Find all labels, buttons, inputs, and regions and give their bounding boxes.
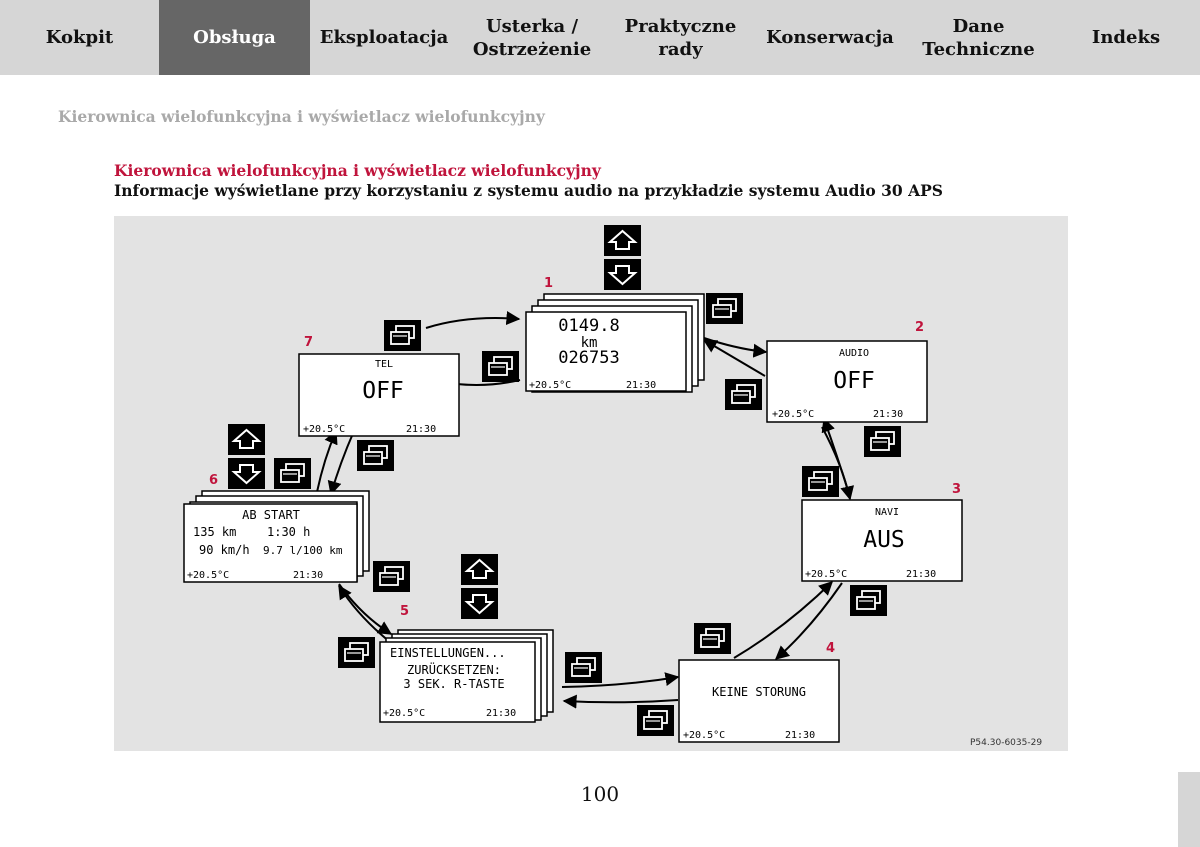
side-edge-tab: [1178, 772, 1200, 847]
page-switch-button-icon[interactable]: [693, 622, 732, 655]
temperature: +20.5°C: [683, 730, 725, 741]
arrow-up-button-icon[interactable]: [603, 224, 642, 257]
odometer-trip: 0149.8: [558, 316, 619, 336]
tab-label: Indeks: [1091, 27, 1161, 48]
clock: 21:30: [873, 409, 903, 420]
display-number: 5: [400, 604, 409, 619]
display-cycle-diagram: 1 0149.8 km 026753 +20.5°C 21:30 2 AUDIO…: [183, 224, 1042, 748]
clock: 21:30: [293, 570, 323, 581]
tab-label: Obsługa: [193, 27, 276, 48]
page-switch-button-icon[interactable]: [481, 350, 520, 383]
page-switch-button-icon[interactable]: [564, 651, 603, 684]
tab-usterka-ostrzezenie[interactable]: Usterka / Ostrzeżenie: [458, 0, 606, 75]
page-switch-button-icon[interactable]: [705, 292, 744, 325]
display-number: 3: [952, 482, 961, 497]
section-title: Kierownica wielofunkcyjna i wyświetlacz …: [114, 161, 601, 180]
trip-duration: 1:30 h: [267, 525, 310, 539]
display-6-screen: [183, 503, 358, 583]
tab-label: Kokpit: [45, 27, 114, 48]
temperature: +20.5°C: [772, 409, 814, 420]
display-header: TEL: [375, 359, 393, 370]
display-3: 3 NAVI AUS +20.5°C 21:30: [801, 482, 963, 582]
tab-dane-techniczne[interactable]: Dane Techniczne: [905, 0, 1052, 75]
temperature: +20.5°C: [529, 380, 571, 391]
tab-kokpit[interactable]: Kokpit: [0, 0, 159, 75]
average-consumption: 9.7 l/100 km: [263, 544, 343, 557]
odometer-total: 026753: [558, 348, 619, 368]
figure-code: P54.30-6035-29: [970, 738, 1042, 748]
display-header: AUDIO: [839, 348, 869, 359]
tab-label: Praktyczne rady: [624, 15, 737, 60]
page-switch-button-icon[interactable]: [273, 457, 312, 490]
page-switch-button-icon[interactable]: [337, 636, 376, 669]
page-switch-button-icon[interactable]: [863, 425, 902, 458]
clock: 21:30: [626, 380, 656, 391]
page-switch-button-icon[interactable]: [356, 439, 395, 472]
arrow-down-button-icon[interactable]: [227, 457, 266, 490]
display-number: 6: [209, 473, 218, 488]
page-switch-button-icon[interactable]: [724, 378, 763, 411]
tab-praktyczne-rady[interactable]: Praktyczne rady: [606, 0, 755, 75]
page-switch-button-icon[interactable]: [383, 319, 422, 352]
display-number: 4: [826, 641, 835, 656]
display-5-screen: [379, 641, 536, 723]
arrow-up-button-icon[interactable]: [227, 423, 266, 456]
tab-label: Eksploatacja: [319, 27, 449, 48]
reset-line: ZURÜCKSETZEN:: [407, 661, 501, 677]
display-2-screen: [766, 340, 928, 423]
tab-konserwacja[interactable]: Konserwacja: [755, 0, 905, 75]
clock: 21:30: [785, 730, 815, 741]
audio-state: OFF: [833, 368, 875, 394]
temperature: +20.5°C: [805, 569, 847, 580]
page-switch-button-icon[interactable]: [801, 465, 840, 498]
arrow-down-button-icon[interactable]: [603, 258, 642, 291]
display-6: 6 AB START 135 km 1:30 h 90 km/h 9.7 l/1…: [183, 473, 370, 583]
temperature: +20.5°C: [383, 708, 425, 719]
display-5: 5 EINSTELLUNGEN... ZURÜCKSETZEN: 3 SEK. …: [379, 604, 554, 723]
display-number: 2: [915, 320, 924, 335]
display-4: 4 KEINE STORUNG +20.5°C 21:30: [678, 641, 840, 743]
page-switch-button-icon[interactable]: [636, 704, 675, 737]
temperature: +20.5°C: [187, 570, 229, 581]
display-1-screen: [525, 311, 687, 392]
arrow-up-button-icon[interactable]: [460, 553, 499, 586]
page-number: 100: [580, 782, 620, 806]
display-header: AB START: [242, 508, 300, 522]
display-3-screen: [801, 499, 963, 582]
breadcrumb: Kierownica wielofunkcyjna i wyświetlacz …: [58, 107, 545, 126]
reset-hint: 3 SEK. R-TASTE: [403, 677, 504, 691]
page-switch-button-icon[interactable]: [849, 584, 888, 617]
display-7-screen: [298, 353, 460, 437]
display-header: NAVI: [875, 507, 899, 518]
tab-label: Konserwacja: [766, 27, 894, 48]
display-7: 7 TEL OFF +20.5°C 21:30: [298, 335, 460, 437]
page-switch-button-icon[interactable]: [372, 560, 411, 593]
display-4-screen: [678, 659, 840, 743]
settings-line: EINSTELLUNGEN...: [390, 646, 506, 660]
clock: 21:30: [486, 708, 516, 719]
display-number: 1: [544, 276, 553, 291]
temperature: +20.5°C: [303, 424, 345, 435]
status-message: KEINE STORUNG: [712, 685, 806, 699]
tab-label: Usterka / Ostrzeżenie: [472, 15, 592, 60]
clock: 21:30: [906, 569, 936, 580]
arrow-down-button-icon[interactable]: [460, 587, 499, 620]
display-1: 1 0149.8 km 026753 +20.5°C 21:30: [525, 276, 705, 393]
display-cycle-figure: 1 0149.8 km 026753 +20.5°C 21:30 2 AUDIO…: [114, 216, 1068, 751]
tab-label: Dane Techniczne: [922, 15, 1035, 60]
tab-eksploatacja[interactable]: Eksploatacja: [310, 0, 458, 75]
navi-state: AUS: [863, 527, 905, 553]
clock: 21:30: [406, 424, 436, 435]
tab-indeks[interactable]: Indeks: [1052, 0, 1200, 75]
display-number: 7: [304, 335, 313, 350]
section-subtitle: Informacje wyświetlane przy korzystaniu …: [114, 181, 943, 200]
tab-obsluga[interactable]: Obsługa: [159, 0, 310, 75]
odometer-unit: km: [581, 335, 598, 351]
average-speed: 90 km/h: [199, 543, 250, 557]
trip-distance: 135 km: [193, 525, 236, 539]
display-2: 2 AUDIO OFF +20.5°C 21:30: [766, 320, 928, 423]
phone-state: OFF: [362, 378, 404, 404]
chapter-nav: Kokpit Obsługa Eksploatacja Usterka / Os…: [0, 0, 1200, 75]
